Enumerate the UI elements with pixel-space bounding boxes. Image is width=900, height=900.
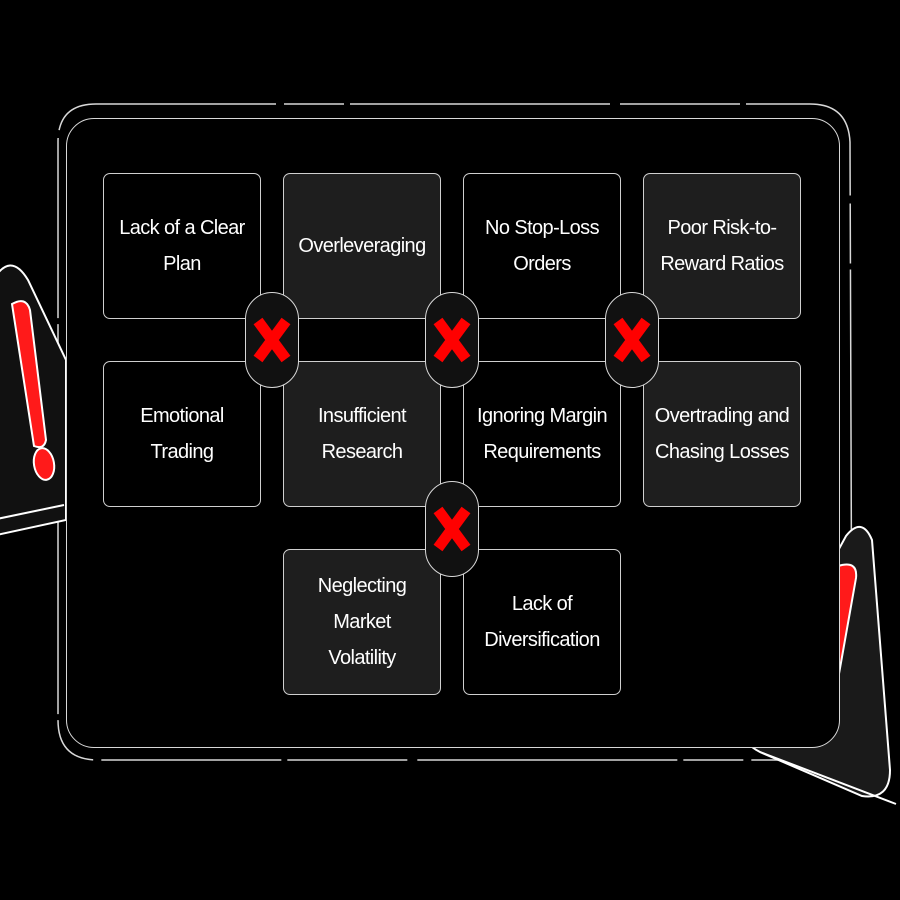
warning-triangle-icon <box>0 264 67 536</box>
card-overtrading: Overtrading and Chasing Losses <box>643 361 801 507</box>
card-overleveraging: Overleveraging <box>283 173 441 319</box>
cross-icon <box>245 292 299 388</box>
card-lack-clear-plan: Lack of a Clear Plan <box>103 173 261 319</box>
cross-icon <box>605 292 659 388</box>
card-lack-diversification: Lack of Diversification <box>463 549 621 695</box>
card-emotional-trading: Emotional Trading <box>103 361 261 507</box>
card-insufficient-research: Insufficient Research <box>283 361 441 507</box>
card-ignoring-margin: Ignoring Margin Requirements <box>463 361 621 507</box>
cross-icon <box>425 481 479 577</box>
card-poor-risk-reward: Poor Risk-to- Reward Ratios <box>643 173 801 319</box>
card-neglecting-volatility: Neglecting Market Volatility <box>283 549 441 695</box>
card-no-stop-loss: No Stop-Loss Orders <box>463 173 621 319</box>
cross-icon <box>425 292 479 388</box>
